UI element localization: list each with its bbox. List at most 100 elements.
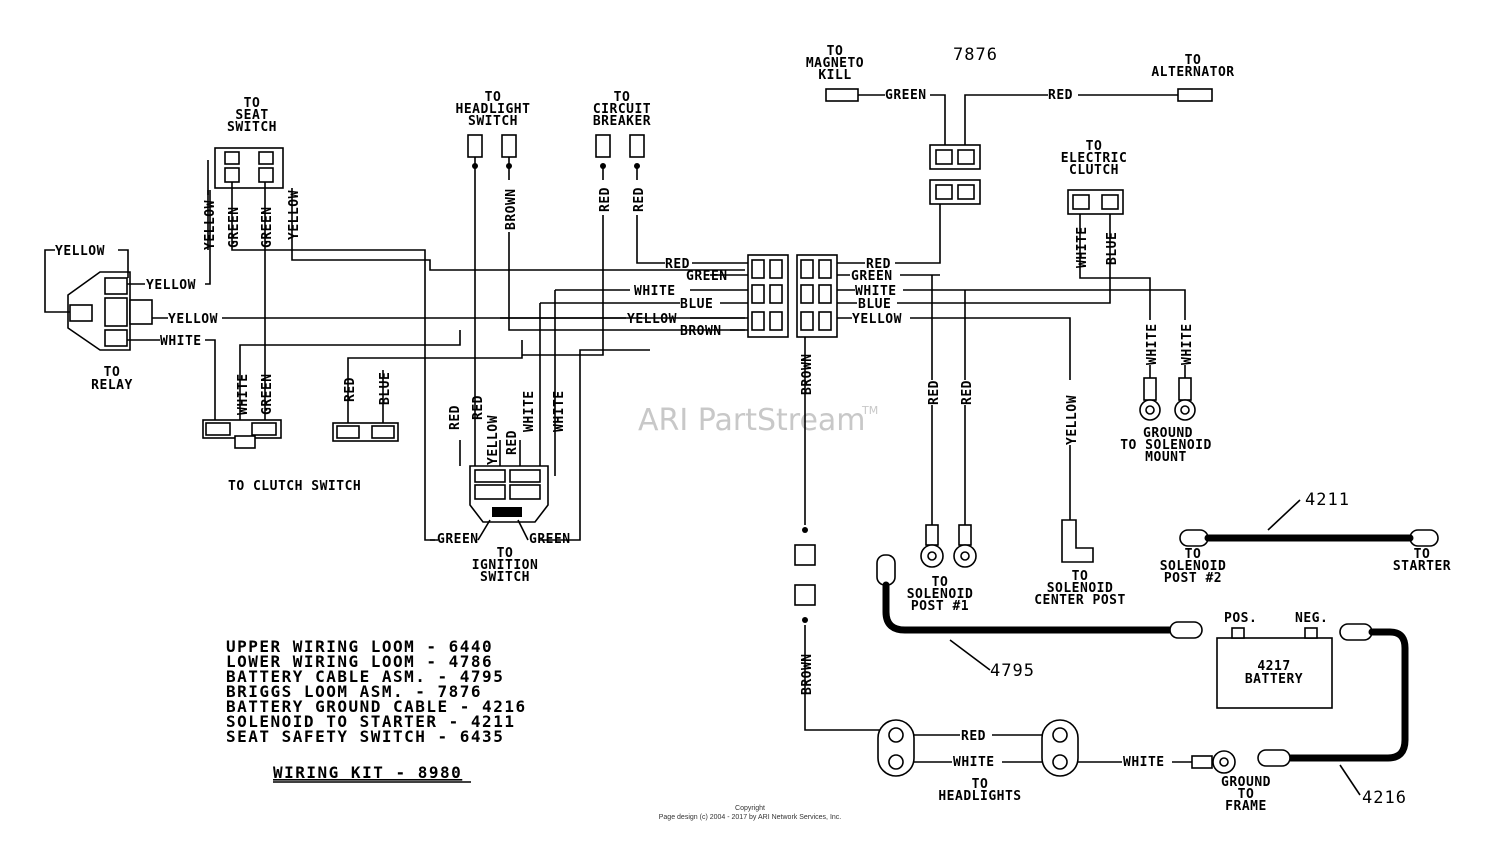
- headlight-switch-label-1: TO: [485, 90, 502, 105]
- battery-label-1: 4217: [1257, 659, 1290, 674]
- wire-yellow-relay-1: YELLOW: [146, 278, 196, 293]
- legend-item-2: LOWER WIRING LOOM - 4786: [226, 652, 493, 671]
- ground-frame-label-2: TO: [1238, 787, 1255, 802]
- battery-neg-label: NEG.: [1295, 611, 1328, 626]
- wire-blue-eclutch: BLUE: [1105, 232, 1120, 265]
- wire-green-l: GREEN: [686, 269, 728, 284]
- wire-yellow-seat-2: YELLOW: [287, 190, 302, 240]
- seat-switch-label-1: TO: [244, 96, 261, 111]
- wire-yellow-r: YELLOW: [852, 312, 902, 327]
- copyright-line-2: Page design (c) 2004 - 2017 by ARI Netwo…: [659, 814, 842, 821]
- wire-white-ign-2: WHITE: [552, 390, 567, 432]
- solenoid-post1-label-2: SOLENOID: [907, 587, 974, 602]
- part-4211-label: 4211: [1305, 490, 1350, 510]
- center-post-label-2: SOLENOID: [1047, 581, 1114, 596]
- cable-4795: [876, 554, 1203, 639]
- wire-white-headlights: WHITE: [953, 755, 995, 770]
- wire-brown-headlight: BROWN: [504, 188, 519, 230]
- wire-brown-down: BROWN: [800, 353, 815, 395]
- seat-switch-connector: [214, 147, 284, 189]
- wire-brown-down-2: BROWN: [800, 653, 815, 695]
- legend-item-5: BATTERY GROUND CABLE - 4216: [226, 697, 527, 716]
- watermark-trademark: TM: [861, 404, 878, 417]
- alternator-label-2: ALTERNATOR: [1151, 65, 1234, 80]
- center-post-terminal: [1061, 519, 1094, 563]
- copyright-line-1: Copyright: [735, 805, 765, 812]
- wire-red-r: RED: [866, 257, 891, 272]
- relay-label-2: RELAY: [91, 378, 133, 393]
- loom-connector-right: [796, 254, 838, 338]
- battery-pos-label: POS.: [1224, 611, 1257, 626]
- circuit-breaker-terminals: [595, 134, 645, 169]
- wire-green-r: GREEN: [851, 269, 893, 284]
- wire-white-eclutch: WHITE: [1075, 226, 1090, 268]
- legend-item-6: SOLENOID TO STARTER - 4211: [226, 712, 515, 731]
- wire-green-magneto: GREEN: [885, 88, 927, 103]
- headlights-label-1: TO: [972, 777, 989, 792]
- circuit-breaker-label-2: CIRCUIT: [593, 102, 651, 117]
- alternator-label-1: TO: [1185, 53, 1202, 68]
- magneto-kill-label-1: TO: [827, 44, 844, 59]
- circuit-breaker-label-3: BREAKER: [593, 114, 651, 129]
- part-4216-label: 4216: [1362, 788, 1407, 808]
- center-post-label-3: CENTER POST: [1034, 593, 1126, 608]
- wire-brown-l: BROWN: [680, 324, 722, 339]
- wire-green-ign-1: GREEN: [437, 532, 479, 547]
- clutch-switch-label: TO CLUTCH SWITCH: [228, 479, 361, 494]
- wire-red-cb-2: RED: [632, 187, 647, 212]
- electric-clutch-label-3: CLUTCH: [1069, 163, 1119, 178]
- solenoid-post2-label-3: POST #2: [1164, 571, 1222, 586]
- wiring-kit-label: WIRING KIT - 8980: [273, 763, 462, 782]
- wire-yellow-relay-top: YELLOW: [55, 244, 105, 259]
- battery: [1216, 627, 1333, 709]
- ignition-switch-label-2: IGNITION: [472, 558, 539, 573]
- magneto-kill-label-3: KILL: [818, 68, 851, 83]
- ground-solenoid-label-3: MOUNT: [1145, 450, 1187, 465]
- wire-red-rb: RED: [343, 377, 358, 402]
- wire-red-sol-1: RED: [927, 380, 942, 405]
- headlights-label-2: HEADLIGHTS: [938, 789, 1021, 804]
- solenoid-post2-label-1: TO: [1185, 547, 1202, 562]
- solenoid-post1-label-1: TO: [932, 575, 949, 590]
- starter-label-2: STARTER: [1393, 559, 1451, 574]
- legend-item-7: SEAT SAFETY SWITCH - 6435: [226, 727, 504, 746]
- wire-yellow-relay-2: YELLOW: [168, 312, 218, 327]
- wire-white-r: WHITE: [855, 284, 897, 299]
- part-7876-label: 7876: [953, 45, 998, 65]
- wire-red-sol-2: RED: [960, 380, 975, 405]
- electric-clutch-label-2: ELECTRIC: [1061, 151, 1128, 166]
- loom-connector-left: [747, 254, 789, 338]
- legend-item-1: UPPER WIRING LOOM - 6440: [226, 637, 493, 656]
- wire-blue-r: BLUE: [858, 297, 891, 312]
- parts-legend: UPPER WIRING LOOM - 6440 LOWER WIRING LO…: [226, 637, 527, 746]
- starter-label-1: TO: [1414, 547, 1431, 562]
- headlight-right: [1041, 719, 1079, 777]
- red-blue-connector: [332, 422, 399, 442]
- electric-clutch-label-1: TO: [1086, 139, 1103, 154]
- wire-white-relay: WHITE: [160, 334, 202, 349]
- wire-yellow-l: YELLOW: [627, 312, 677, 327]
- seat-switch-label-3: SWITCH: [227, 120, 277, 135]
- headlight-left: [877, 719, 915, 777]
- wire-blue-rb: BLUE: [378, 372, 393, 405]
- ground-solenoid-label-2: TO SOLENOID: [1120, 438, 1212, 453]
- wire-white-ign-1: WHITE: [522, 390, 537, 432]
- headlight-switch-label-2: HEADLIGHT: [456, 102, 531, 117]
- watermark: ARI PartStream: [638, 403, 866, 438]
- solenoid-post1-terminals: [920, 524, 977, 568]
- wire-red-ign-2: RED: [471, 395, 486, 420]
- wire-red-alternator: RED: [1048, 88, 1073, 103]
- legend-item-4: BRIGGS LOOM ASM. - 7876: [226, 682, 482, 701]
- briggs-connectors: [929, 144, 981, 205]
- part-4795-label: 4795: [990, 661, 1035, 681]
- ground-ring-terminals: [1139, 377, 1196, 421]
- ignition-switch-label-1: TO: [497, 546, 514, 561]
- wire-white-l: WHITE: [634, 284, 676, 299]
- wire-yellow-ign: YELLOW: [486, 415, 501, 465]
- ground-solenoid-label-1: GROUND: [1143, 426, 1193, 441]
- wire-red-l: RED: [665, 257, 690, 272]
- brown-connector-pair: [794, 527, 816, 623]
- electric-clutch-connector: [1067, 189, 1124, 215]
- ignition-switch: [469, 465, 549, 523]
- wire-yellow-sol: YELLOW: [1065, 395, 1080, 445]
